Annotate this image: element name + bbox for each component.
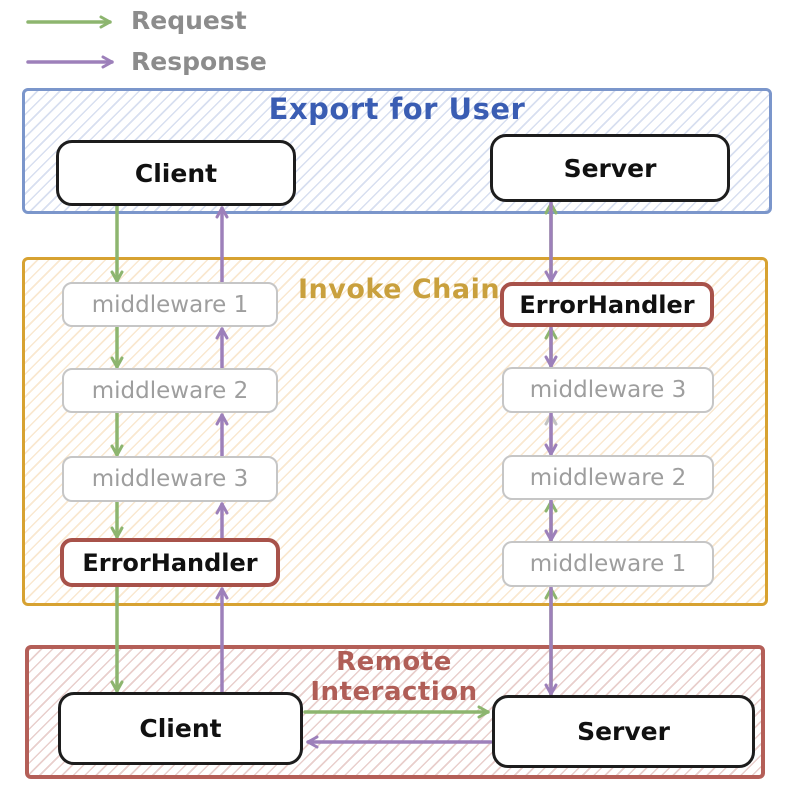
remote-section-title: Remote Interaction bbox=[298, 647, 490, 707]
remote-title-line2: Interaction bbox=[310, 677, 478, 707]
export-section-title: Export for User bbox=[268, 92, 526, 126]
node-server-remote: Server bbox=[492, 695, 755, 768]
node-client-remote: Client bbox=[58, 692, 303, 765]
legend-response-label: Response bbox=[131, 47, 267, 76]
node-middleware-3-left: middleware 3 bbox=[62, 456, 278, 502]
node-middleware-3-right: middleware 3 bbox=[502, 367, 714, 413]
node-errorhandler-right: ErrorHandler bbox=[500, 282, 714, 327]
node-errorhandler-left: ErrorHandler bbox=[60, 538, 280, 587]
node-middleware-2-right: middleware 2 bbox=[502, 455, 714, 500]
node-middleware-1-right: middleware 1 bbox=[502, 541, 714, 587]
node-client-export: Client bbox=[56, 140, 296, 206]
legend-request-label: Request bbox=[131, 6, 247, 35]
node-middleware-1-left: middleware 1 bbox=[62, 282, 278, 327]
node-middleware-2-left: middleware 2 bbox=[62, 368, 278, 413]
remote-title-line1: Remote bbox=[336, 647, 452, 677]
invoke-section-title: Invoke Chain bbox=[298, 274, 501, 305]
node-server-export: Server bbox=[490, 134, 730, 202]
